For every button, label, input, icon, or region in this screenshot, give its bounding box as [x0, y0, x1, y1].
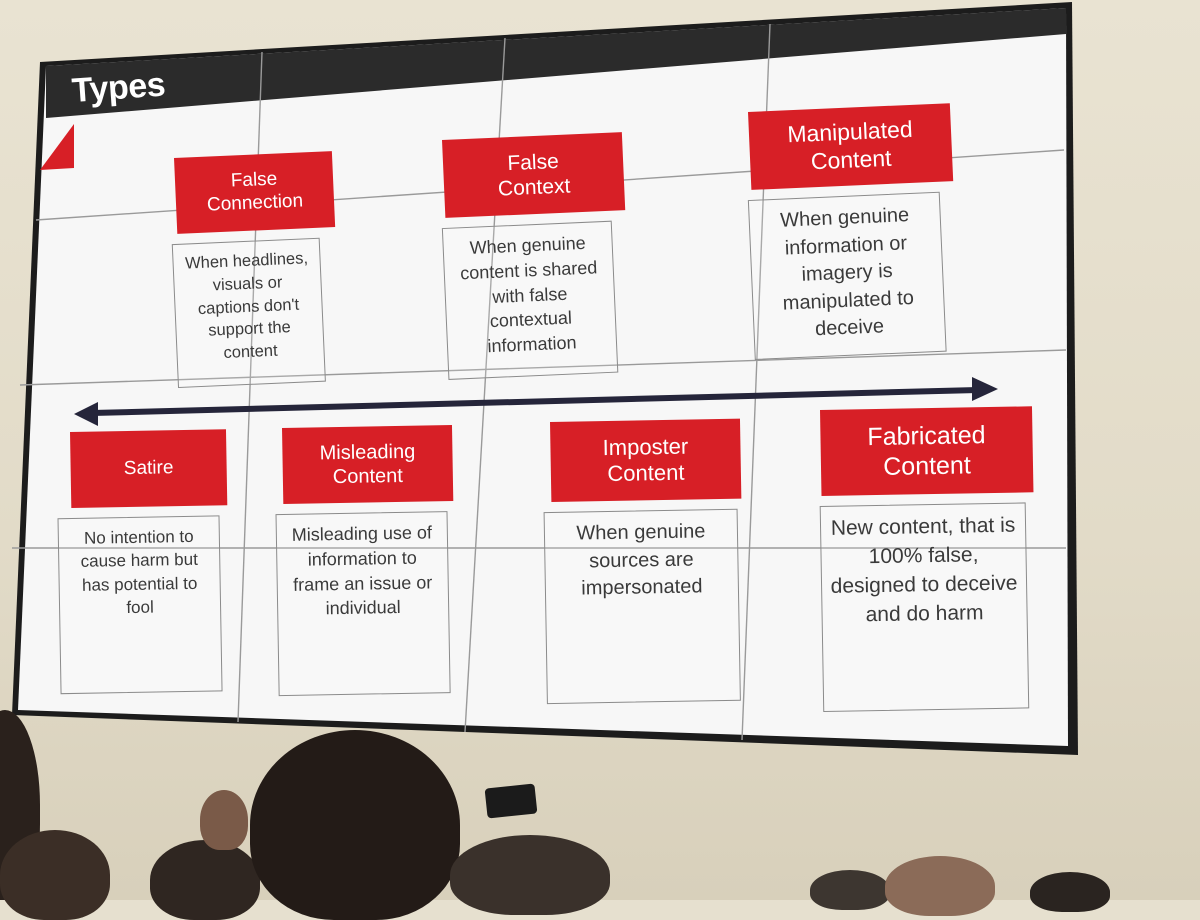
card-label: Manipulated Content	[748, 103, 954, 190]
audience-head	[1030, 872, 1110, 912]
card-description: No intention to cause harm but has poten…	[57, 515, 223, 695]
card-description: When genuine content is shared with fals…	[441, 220, 619, 380]
audience-head	[150, 840, 260, 920]
audience-head	[200, 790, 248, 850]
audience-head	[0, 830, 110, 920]
card-description: When headlines, visuals or captions don'…	[171, 237, 326, 389]
arrow-left-head	[74, 402, 98, 426]
audience-head	[885, 856, 995, 916]
card-label: Imposter Content	[550, 418, 742, 502]
card-description: New content, that is 100% false, designe…	[819, 502, 1030, 712]
card-description: When genuine sources are impersonated	[543, 508, 741, 705]
card-description: Misleading use of information to frame a…	[275, 511, 451, 697]
card-label: False Connection	[174, 151, 336, 234]
card-label: Satire	[70, 429, 228, 508]
audience-phone	[484, 783, 538, 819]
card-label: Fabricated Content	[820, 406, 1034, 496]
card-fabricated-content: Fabricated Content New content, that is …	[819, 406, 1037, 712]
audience-head	[450, 835, 610, 915]
card-label: False Context	[442, 132, 626, 218]
card-false-context: False Context When genuine content is sh…	[441, 132, 632, 380]
slide-title: Types	[70, 65, 167, 110]
card-satire: Satire No intention to cause harm but ha…	[57, 429, 231, 695]
corner-accent	[40, 124, 74, 170]
card-label: Misleading Content	[282, 425, 454, 504]
card-false-connection: False Connection When headlines, visuals…	[171, 151, 342, 389]
title-bar	[46, 8, 1066, 118]
card-manipulated-content: Manipulated Content When genuine informa…	[747, 103, 961, 360]
audience-head	[250, 730, 460, 920]
video-wall-display: Types False Connection When headlines, v…	[12, 2, 1078, 755]
card-misleading-content: Misleading Content Misleading use of inf…	[275, 425, 457, 697]
card-imposter-content: Imposter Content When genuine sources ar…	[543, 418, 745, 705]
audience-head	[810, 870, 890, 910]
card-description: When genuine information or imagery is m…	[747, 191, 947, 360]
arrow-right-head	[972, 377, 998, 401]
spectrum-arrow	[74, 377, 998, 426]
